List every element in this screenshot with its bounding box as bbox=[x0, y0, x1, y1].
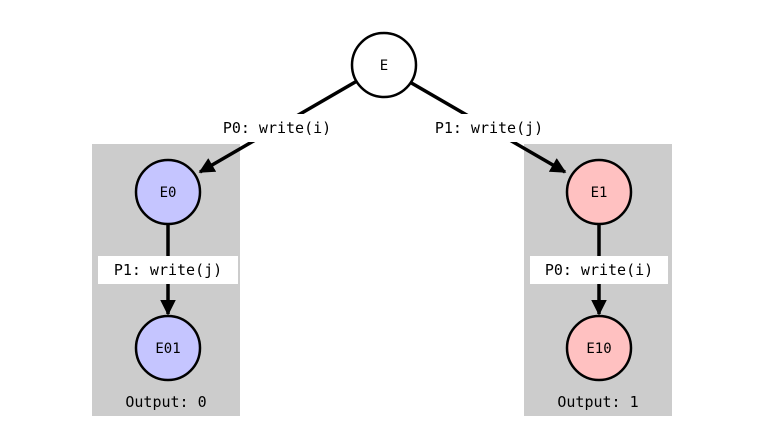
node-e01-circle bbox=[134, 314, 202, 382]
node-e0-circle bbox=[134, 158, 202, 226]
output-left-label: Output: 0 bbox=[125, 393, 206, 411]
node-e10-circle bbox=[565, 314, 633, 382]
edge-label-root-right: P1: write(j) bbox=[435, 119, 543, 137]
output-right-label: Output: 1 bbox=[557, 393, 638, 411]
edge-label-left-down: P1: write(j) bbox=[114, 261, 222, 279]
node-root-circle bbox=[350, 31, 418, 99]
node-e01-label: E01 bbox=[155, 341, 180, 357]
node-e1-label: E1 bbox=[591, 185, 608, 201]
node-root-label: E bbox=[380, 58, 388, 74]
edge-label-root-left: P0: write(i) bbox=[223, 119, 331, 137]
edge-label-right-down: P0: write(i) bbox=[545, 261, 653, 279]
edge-label-box-left-down bbox=[98, 256, 238, 284]
node-e1-circle bbox=[565, 158, 633, 226]
edge-label-box-root-right bbox=[420, 114, 558, 142]
edge-label-box-root-left bbox=[208, 114, 346, 142]
node-e10-label: E10 bbox=[586, 341, 611, 357]
node-e0-label: E0 bbox=[160, 185, 177, 201]
edge-label-box-right-down bbox=[530, 256, 668, 284]
